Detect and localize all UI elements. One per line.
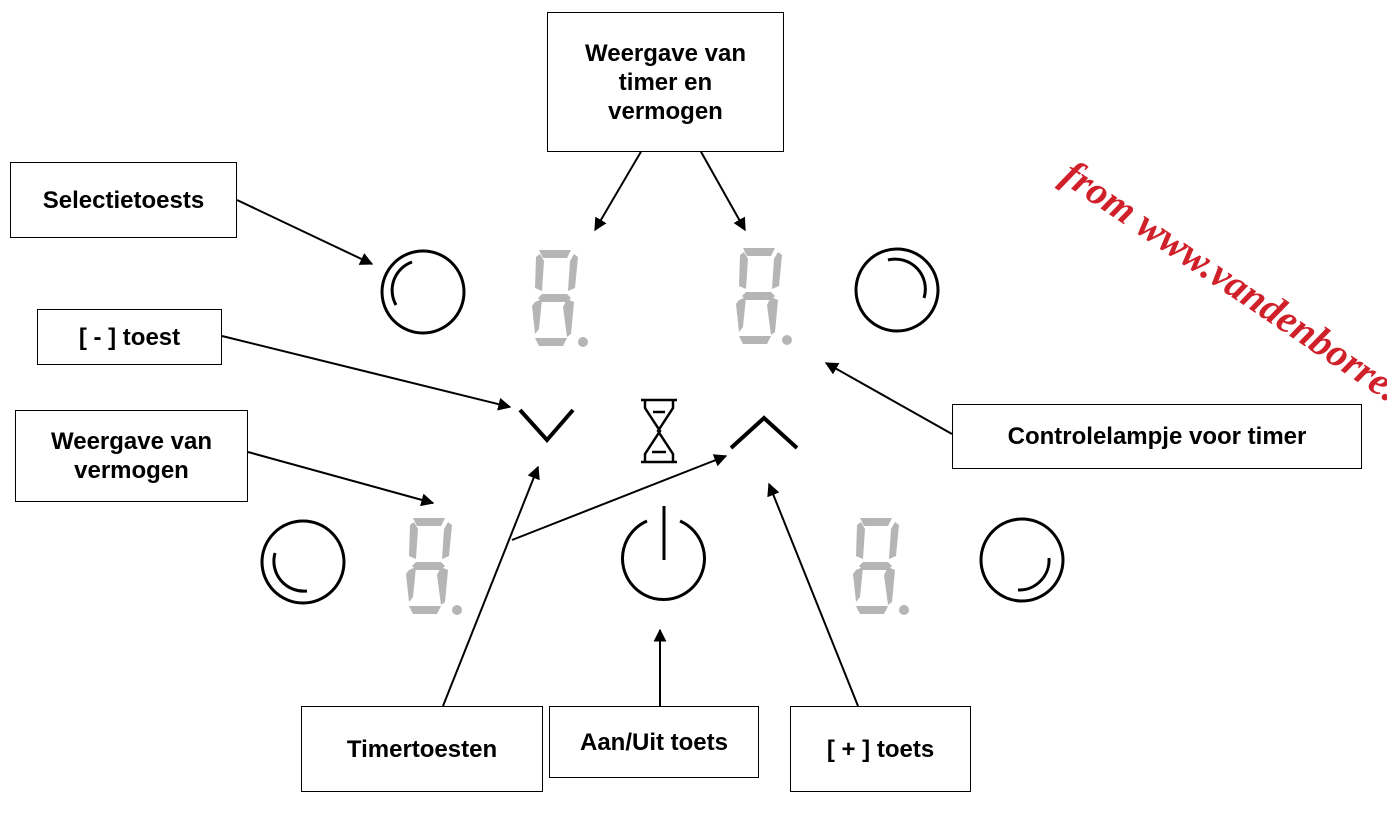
ring-button-icon[interactable] xyxy=(979,517,1065,603)
chevron-down-icon[interactable] xyxy=(518,408,575,444)
minus-key-label: [ - ] toest xyxy=(37,309,222,365)
ring-button-icon[interactable] xyxy=(380,249,466,335)
on-off-key-label: Aan/Uit toets xyxy=(549,706,759,778)
chevron-up-icon[interactable] xyxy=(729,415,799,450)
hourglass-icon xyxy=(641,398,677,464)
plus-key-label: [ + ] toets xyxy=(790,706,971,792)
ring-button-icon[interactable] xyxy=(260,519,346,605)
seven-segment-digit-icon xyxy=(736,248,792,345)
timer-keys-label: Timertoesten xyxy=(301,706,543,792)
ring-button-icon[interactable] xyxy=(854,247,940,333)
leader-arrows xyxy=(221,149,953,707)
display-power-label: Weergave van vermogen xyxy=(15,410,248,502)
power-icon[interactable] xyxy=(621,506,706,602)
seven-segment-digit-icon xyxy=(406,518,462,615)
timer-indicator-label: Controlelampje voor timer xyxy=(952,404,1362,469)
seven-segment-digit-icon xyxy=(532,250,588,347)
selection-key-label: Selectietoests xyxy=(10,162,237,238)
seven-segment-digit-icon xyxy=(853,518,909,615)
display-timer-power-label: Weergave van timer en vermogen xyxy=(547,12,784,152)
